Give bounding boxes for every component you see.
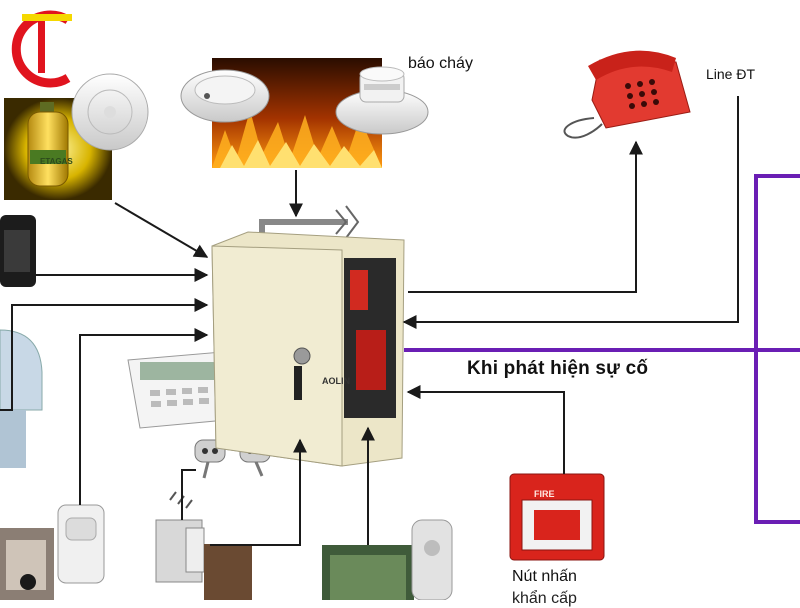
- panel-brand-text: AOLIN: [322, 376, 350, 386]
- telephone-icon: [563, 50, 691, 139]
- motion-sensor-icon: [57, 504, 105, 584]
- fire-button-text: FIRE: [534, 489, 555, 499]
- room-camera-icon: [0, 528, 54, 600]
- company-logo: [11, 10, 72, 88]
- alarm-panel-icon: [211, 205, 405, 467]
- smoke-detector-label: báo cháy: [408, 55, 473, 72]
- door-sensor-icon: [155, 491, 252, 600]
- smoke-detector-icon: [180, 69, 270, 123]
- alert-banner-text: Khi phát hiện sự cố: [467, 358, 649, 379]
- manual-call-point-label-cut: khẩn cấp: [512, 590, 577, 607]
- motion-sensor-icon: [0, 329, 43, 468]
- beam-sensor-icon: [0, 215, 36, 287]
- fire-button-icon: [509, 473, 605, 561]
- siren-icon: [322, 519, 453, 600]
- manual-call-point-label: Nút nhấn: [512, 568, 577, 585]
- phone-line-label: Line ĐT: [706, 66, 756, 82]
- alert-signal-lines: [404, 174, 800, 524]
- heat-detector-icon: [335, 66, 429, 135]
- gas-detector-icon: [71, 73, 149, 151]
- keypad-icon: [127, 351, 227, 429]
- gas-cylinder-brand-text: ETAGAS: [40, 157, 73, 166]
- connection-wires: [0, 96, 739, 546]
